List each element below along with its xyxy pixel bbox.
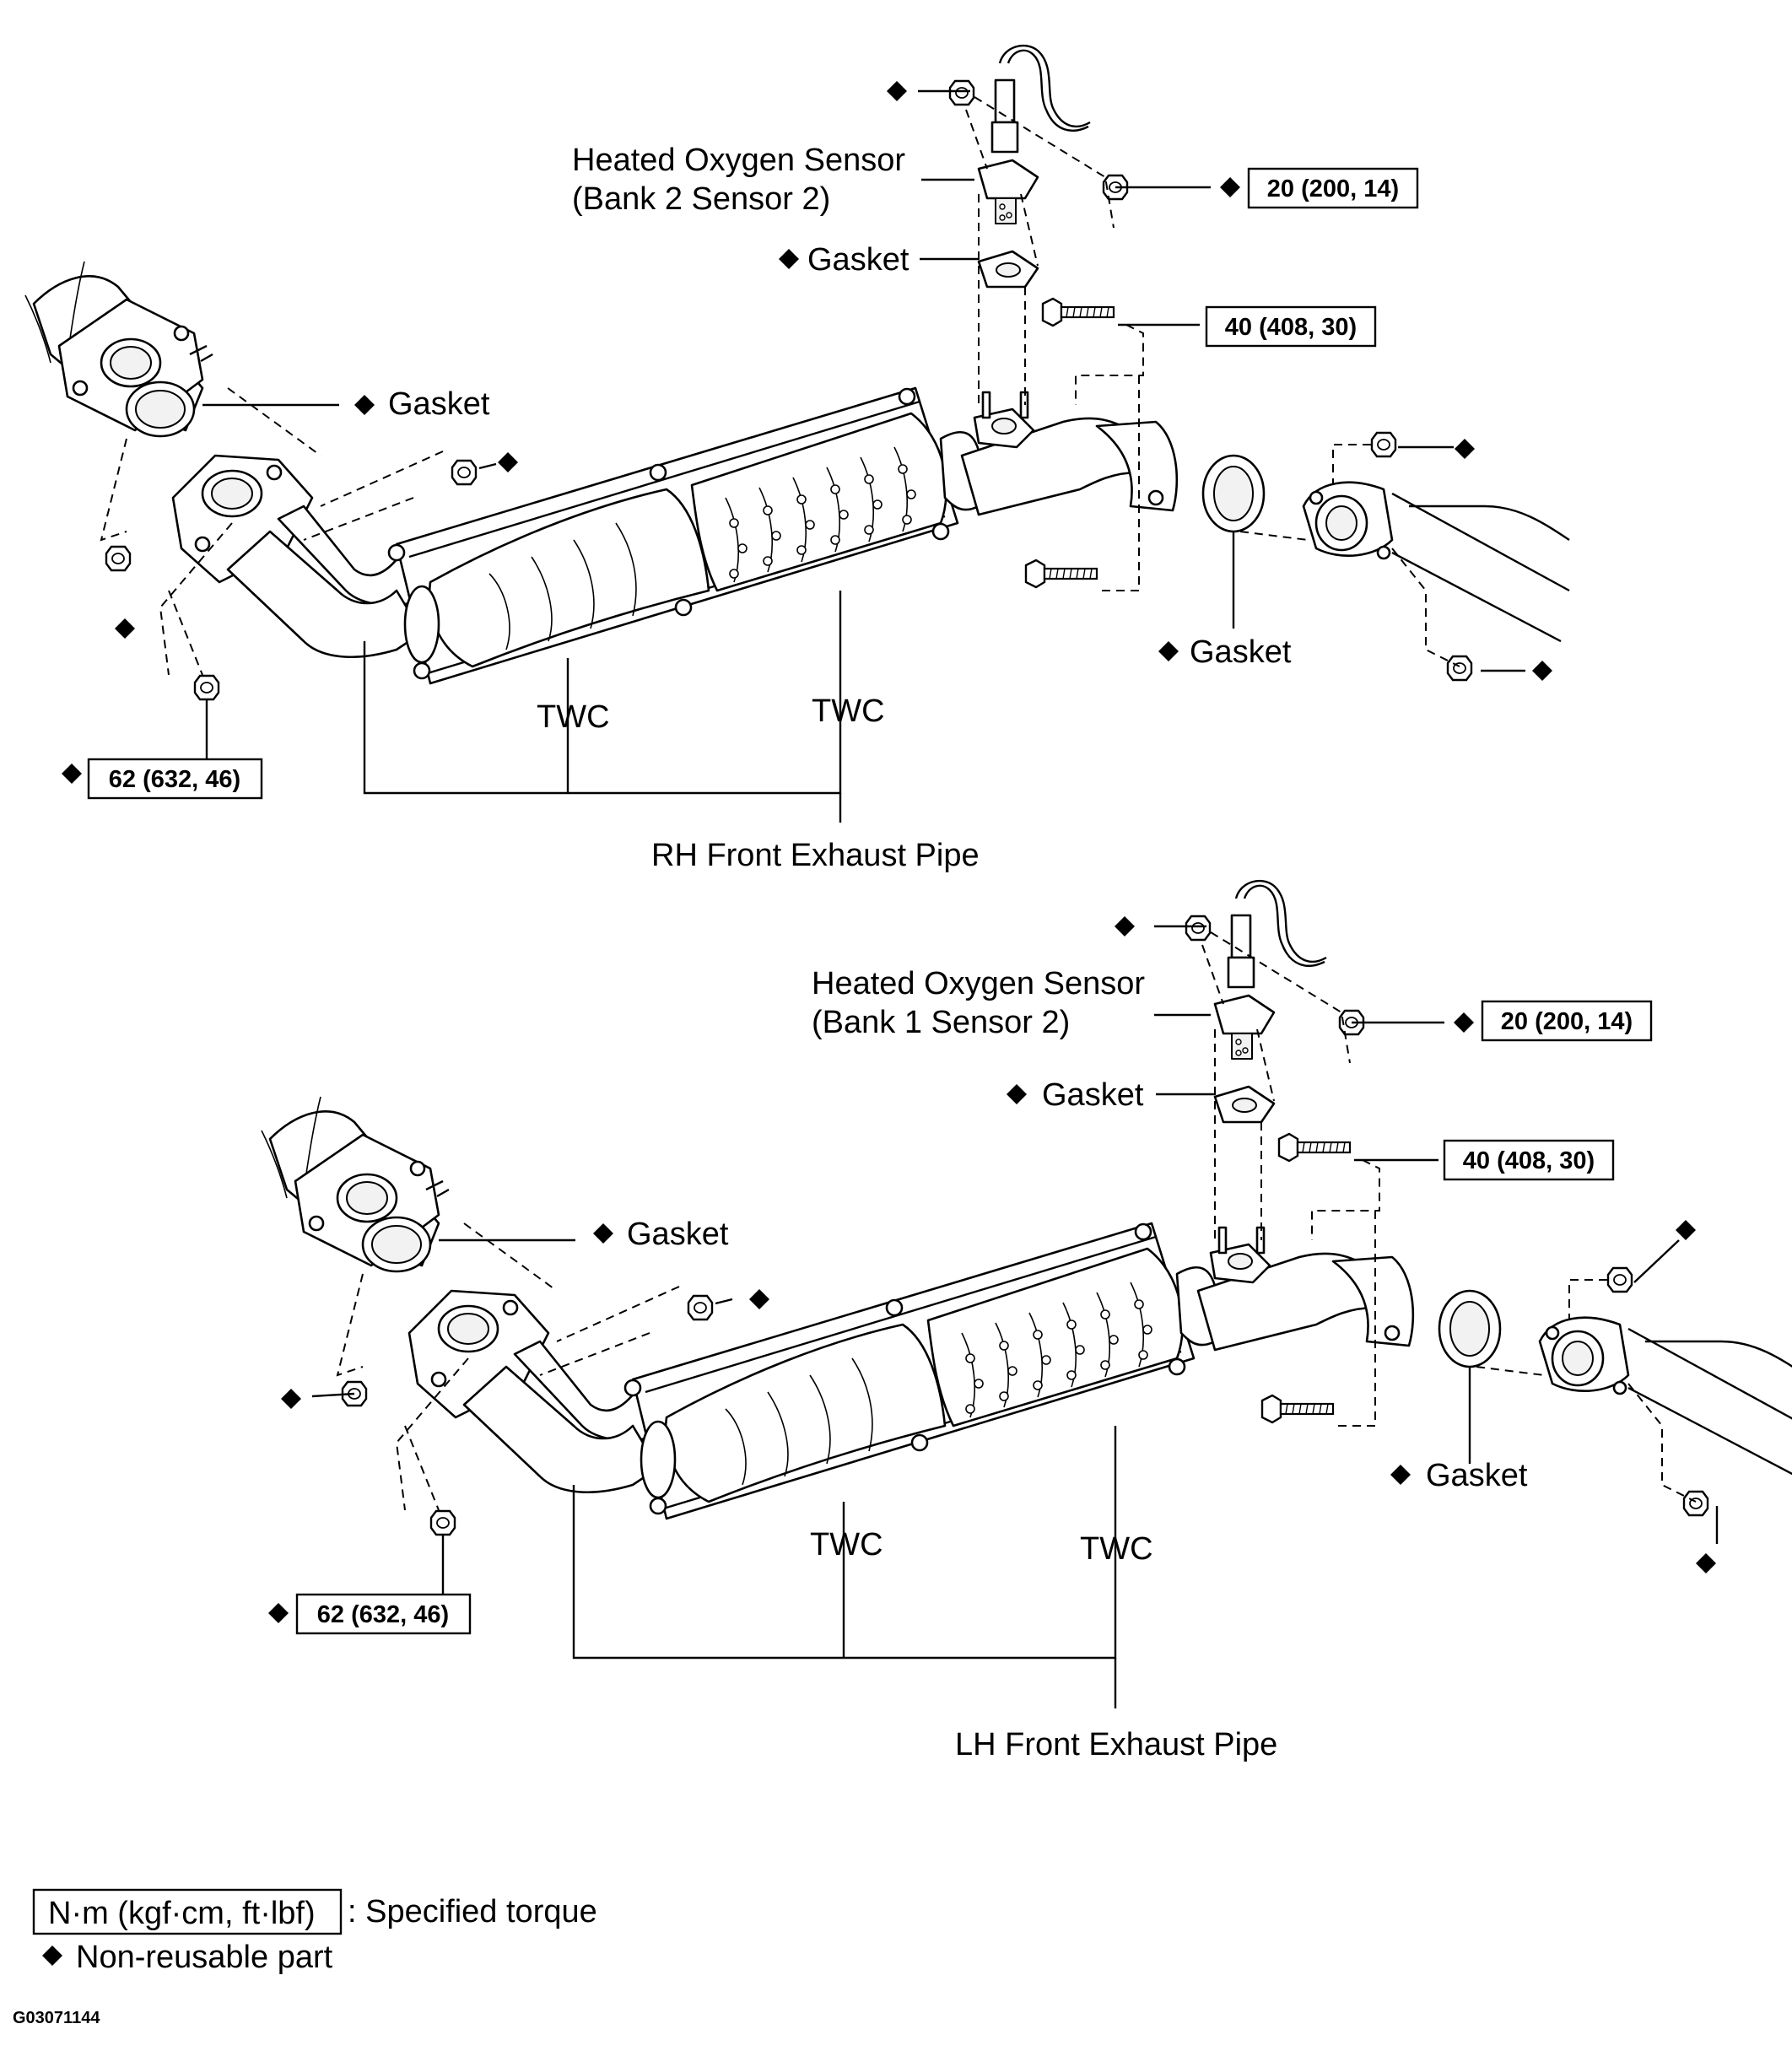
- legend: N·m (kgf·cm, ft·lbf) : Specified torque …: [32, 1888, 597, 1975]
- gasket-rear-label: Gasket: [1190, 634, 1292, 670]
- twc-right-label: TWC: [1080, 1531, 1153, 1567]
- nonreusable-diamond-icon: [268, 1603, 289, 1623]
- gasket-sensor-label: Gasket: [807, 242, 909, 278]
- rh-leader-lines: [202, 89, 1525, 823]
- rh-labels: Heated Oxygen Sensor (Bank 2 Sensor 2) G…: [388, 143, 1292, 873]
- nonreusable-diamond-icon: [1158, 641, 1179, 661]
- nonreusable-diamond-icon: [1454, 1012, 1474, 1033]
- torque-unit-box: [32, 1888, 343, 1935]
- nonreusable-diamond-icon: [1115, 916, 1135, 936]
- torque-front: 62 (632, 46): [109, 766, 240, 793]
- twc-right-label: TWC: [812, 693, 885, 729]
- gasket-front-label: Gasket: [388, 386, 490, 422]
- nonreusable-diamond-icon: [887, 81, 907, 101]
- nonreusable-diamond-icon: [1696, 1553, 1716, 1573]
- nonreusable-diamond-icon: [281, 1389, 301, 1409]
- rh-torque-boxes: 20 (200, 14) 40 (408, 30) 62 (632, 46): [87, 167, 1419, 800]
- nonreusable-diamond-icon: [42, 1946, 62, 1966]
- nonreusable-diamond-icon: [749, 1289, 769, 1309]
- nonreusable-diamond-icon: [1390, 1465, 1411, 1485]
- nonreusable-diamond-icon: [1007, 1084, 1027, 1104]
- lh-leader-lines: [311, 925, 1719, 1708]
- nonreusable-diamond-icon: [593, 1223, 613, 1244]
- sensor-label-line2: (Bank 1 Sensor 2): [812, 1005, 1070, 1040]
- lh-labels: Heated Oxygen Sensor (Bank 1 Sensor 2) G…: [627, 966, 1528, 1762]
- nonreusable-diamond-icon: [1676, 1220, 1696, 1240]
- torque-sensor: 20 (200, 14): [1501, 1008, 1633, 1035]
- nonreusable-diamond-icon: [498, 452, 518, 472]
- nonreusable-diamond-icon: [1455, 439, 1475, 459]
- nonreusable-diamond-icon: [1220, 177, 1240, 197]
- nonreusable-diamond-icon: [1532, 661, 1552, 681]
- nonreusable-diamond-icon: [354, 395, 375, 415]
- pipe-name-label: RH Front Exhaust Pipe: [651, 838, 980, 873]
- gasket-sensor-label: Gasket: [1042, 1077, 1144, 1113]
- nonreusable-diamond-icon: [779, 249, 799, 269]
- legend-torque-desc: : Specified torque: [348, 1894, 597, 1929]
- sensor-label-line1: Heated Oxygen Sensor: [812, 966, 1145, 1001]
- torque-sensor: 20 (200, 14): [1267, 175, 1399, 202]
- pipe-name-label: LH Front Exhaust Pipe: [955, 1727, 1277, 1762]
- nonreusable-diamond-icon: [62, 764, 82, 784]
- twc-left-label: TWC: [537, 699, 610, 735]
- torque-front: 62 (632, 46): [317, 1601, 449, 1628]
- gasket-rear-label: Gasket: [1426, 1458, 1528, 1493]
- twc-left-label: TWC: [810, 1527, 883, 1562]
- lh-torque-boxes: 20 (200, 14) 40 (408, 30) 62 (632, 46): [295, 1000, 1653, 1635]
- figure-code: G03071144: [13, 2009, 100, 2027]
- torque-bolt: 40 (408, 30): [1463, 1147, 1595, 1174]
- torque-bolt: 40 (408, 30): [1225, 314, 1357, 341]
- sensor-label-line1: Heated Oxygen Sensor: [572, 143, 905, 178]
- gasket-front-label: Gasket: [627, 1217, 729, 1252]
- sensor-label-line2: (Bank 2 Sensor 2): [572, 181, 830, 217]
- nonreusable-diamond-icon: [115, 618, 135, 639]
- legend-torque-unit: N·m (kgf·cm, ft·lbf): [48, 1896, 316, 1931]
- legend-nonreusable: Non-reusable part: [76, 1940, 333, 1975]
